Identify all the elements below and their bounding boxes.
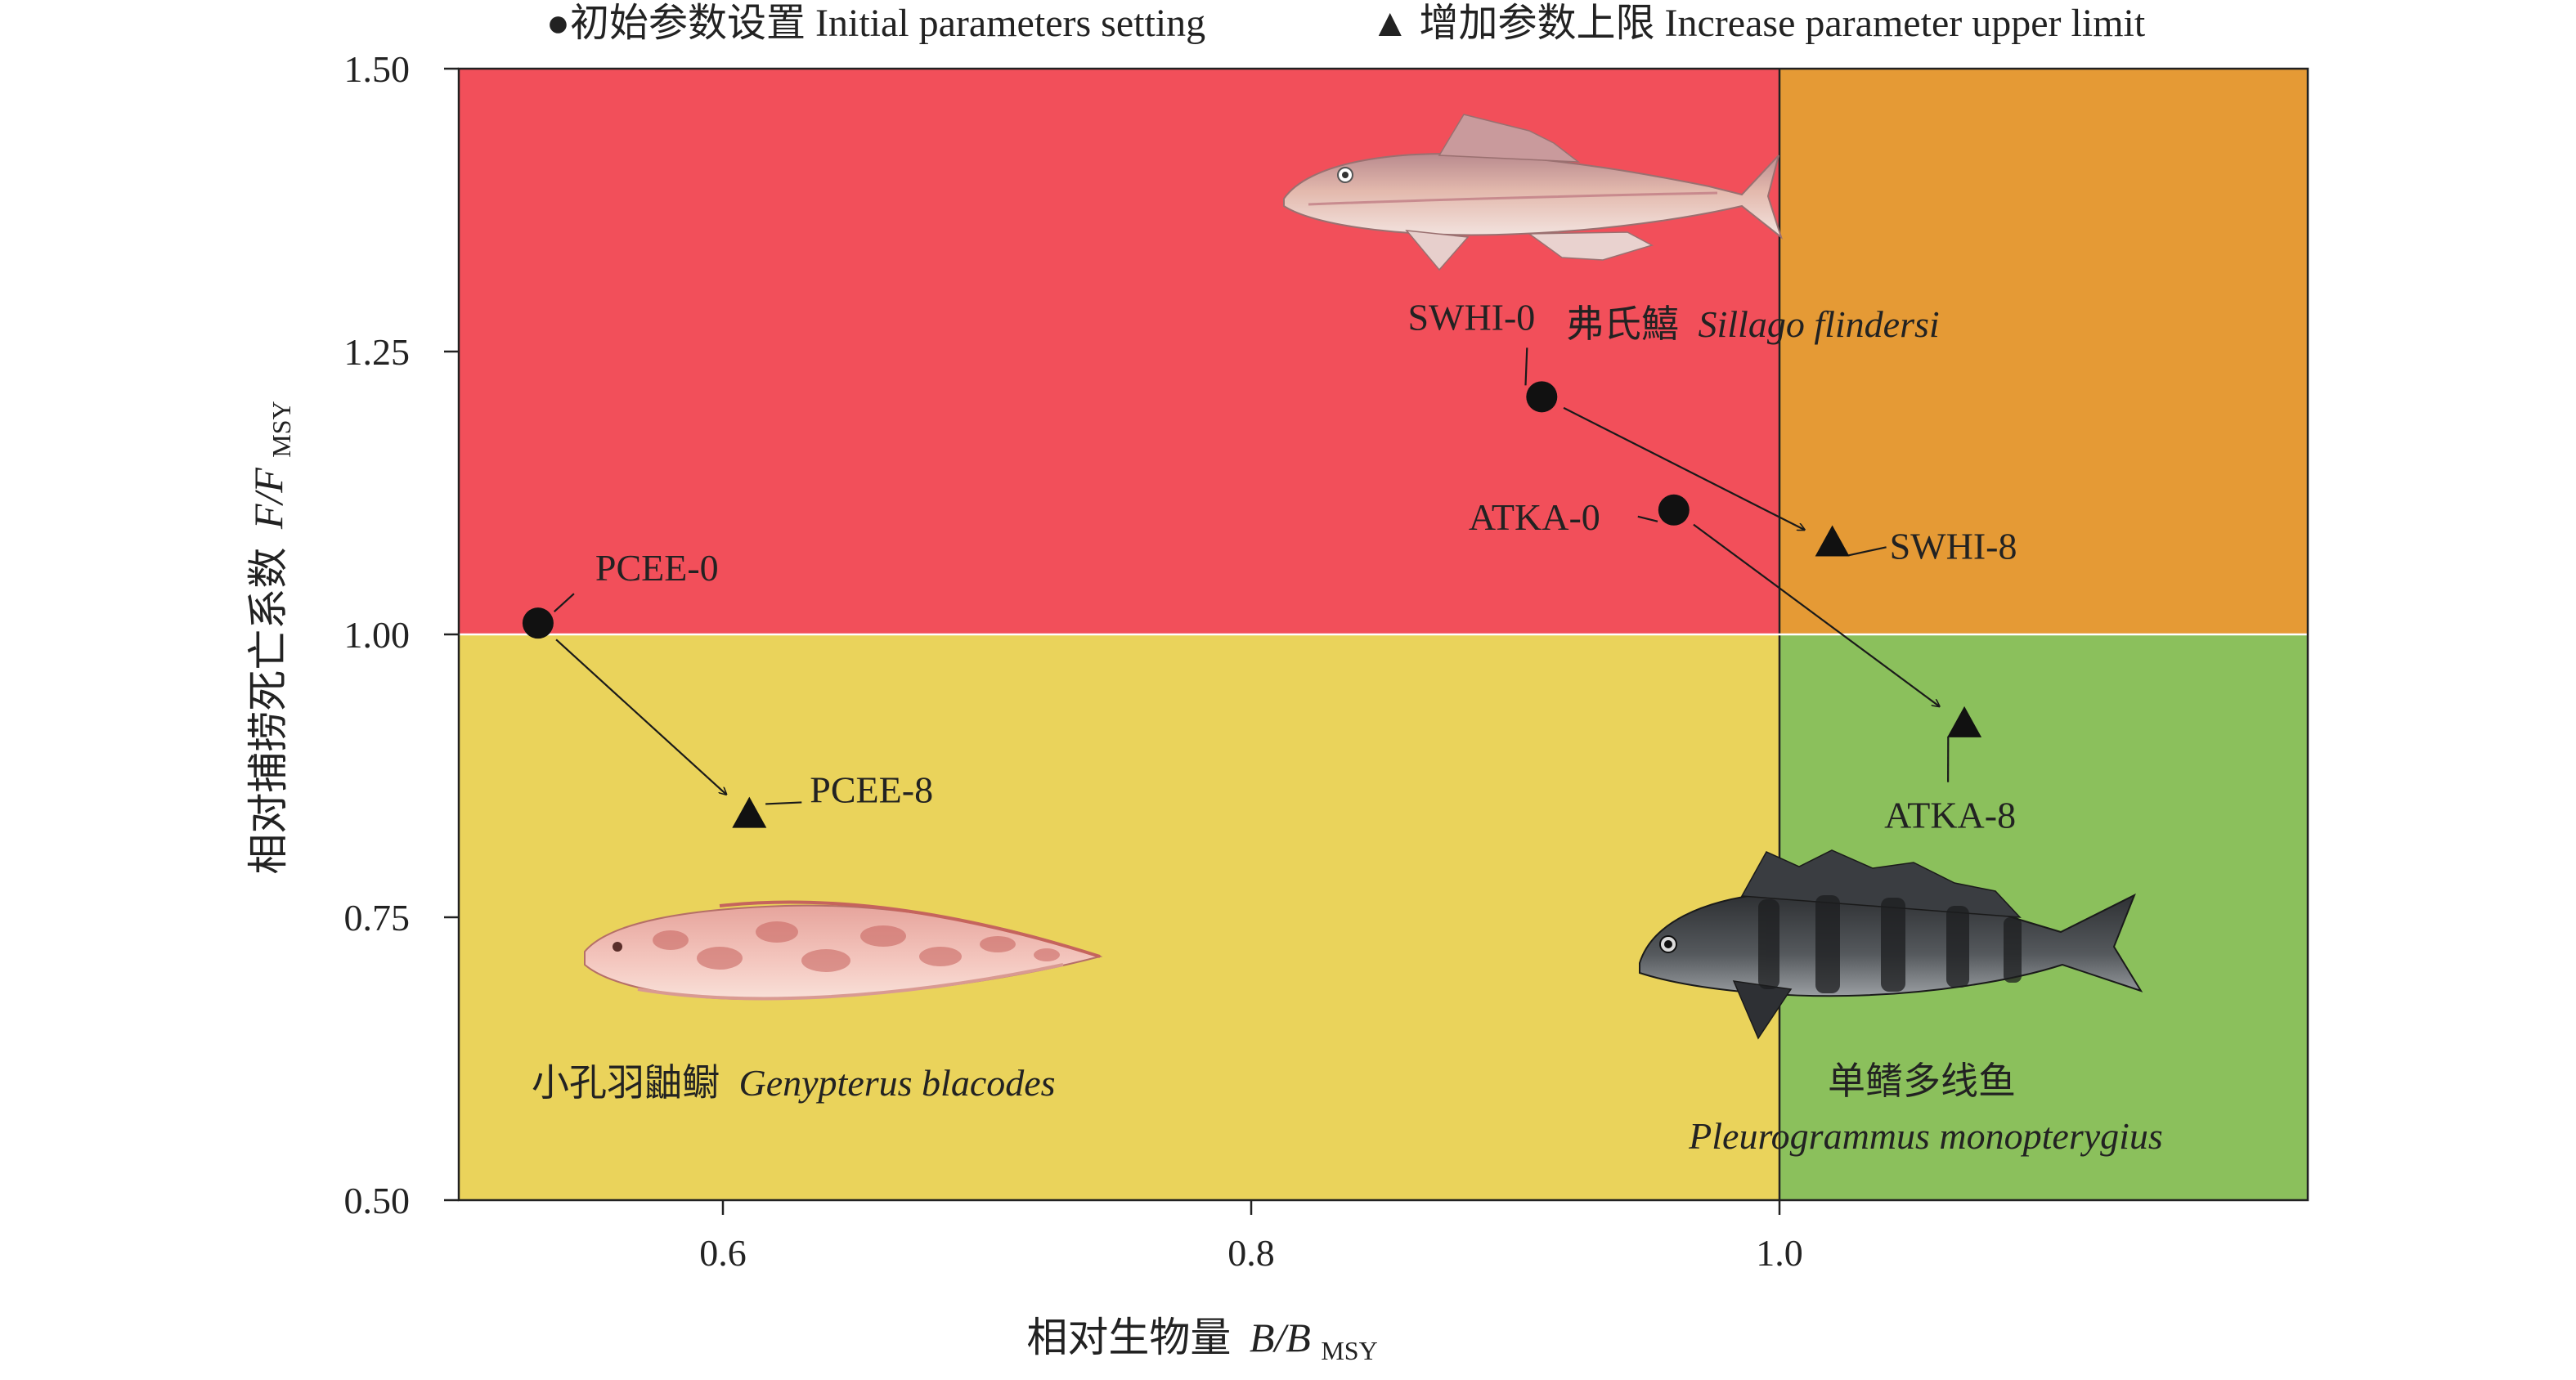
marker-circle-SWHI-0 xyxy=(1526,381,1558,413)
arrows xyxy=(555,406,1940,795)
axes: 0.50 0.75 1.00 1.25 1.50 0.6 0.8 1.0 xyxy=(344,48,2309,1274)
x-axis-title-symbol: B/B xyxy=(1250,1315,1311,1360)
species-cn-genypterus: 小孔羽鼬鳚 xyxy=(532,1062,720,1104)
label-leader-ATKA-0 xyxy=(1637,515,1658,522)
x-tick-label: 0.6 xyxy=(699,1232,747,1274)
pleurogrammus-monopterygius-illustration xyxy=(1639,849,2143,1040)
axis-titles: 相对生物量 B/B MSY 相对捕捞死亡系数 F/F MSY xyxy=(245,401,1378,1365)
y-axis-title-cn: 相对捕捞死亡系数 xyxy=(245,548,291,875)
sillago-flindersi-illustration xyxy=(1283,114,1783,271)
quadrant-backgrounds xyxy=(459,69,2308,1200)
legend: ●初始参数设置 Initial parameters setting ▲ 增加参… xyxy=(546,2,2146,45)
genypterus-blacodes-illustration xyxy=(584,900,1103,1001)
label-leader-PCEE-8 xyxy=(765,801,802,805)
label-leader-PCEE-0 xyxy=(553,593,575,612)
species-label-genypterus: 小孔羽鼬鳚 Genypterus blacodes xyxy=(532,1062,1056,1104)
y-tick-label: 0.75 xyxy=(344,897,411,939)
x-tick-label: 1.0 xyxy=(1756,1232,1803,1274)
marker-triangle-SWHI-8 xyxy=(1815,525,1850,557)
y-tick-label: 1.25 xyxy=(344,331,411,373)
trajectory-arrow xyxy=(1563,406,1805,530)
y-tick-label: 1.00 xyxy=(344,614,411,656)
species-label-sillago: 弗氏鱚 Sillago flindersi xyxy=(1566,303,1940,345)
species-latin-sillago: Sillago flindersi xyxy=(1699,303,1940,345)
species-latin-genypterus: Genypterus blacodes xyxy=(739,1062,1056,1104)
point-label-ATKA-8: ATKA-8 xyxy=(1884,795,2016,836)
species-cn-sillago: 弗氏鱚 xyxy=(1566,303,1679,345)
species-latin-pleurogrammus: Pleurogrammus monopterygius xyxy=(1688,1115,2163,1157)
x-tick-label: 0.8 xyxy=(1227,1232,1275,1274)
x-axis-title: 相对生物量 B/B MSY xyxy=(1026,1315,1377,1365)
point-label-PCEE-0: PCEE-0 xyxy=(595,547,719,589)
quadrant-overfishing-not-overfished xyxy=(1779,69,2308,634)
y-axis-title-subscript: MSY xyxy=(267,401,296,457)
legend-entry-increase: ▲ 增加参数上限 Increase parameter upper limit xyxy=(1371,2,2146,45)
y-tick-label: 0.50 xyxy=(344,1180,411,1221)
point-label-SWHI-0: SWHI-0 xyxy=(1407,296,1535,338)
quadrant-overfished-no-overfishing xyxy=(459,634,1779,1200)
point-label-ATKA-0: ATKA-0 xyxy=(1469,496,1600,538)
marker-circle-PCEE-0 xyxy=(522,607,554,639)
point-label-PCEE-8: PCEE-8 xyxy=(810,768,933,810)
species-cn-pleurogrammus: 单鳍多线鱼 xyxy=(1828,1060,2016,1102)
point-label-SWHI-8: SWHI-8 xyxy=(1890,525,2017,567)
x-axis-title-cn: 相对生物量 xyxy=(1026,1315,1231,1360)
label-leader-SWHI-0 xyxy=(1524,347,1528,386)
species-labels: 弗氏鱚 Sillago flindersi 小孔羽鼬鳚 Genypterus b… xyxy=(532,303,2163,1157)
trajectory-arrow xyxy=(555,638,726,794)
legend-entry-initial: ●初始参数设置 Initial parameters setting xyxy=(546,2,1205,45)
trajectory-arrow xyxy=(1693,523,1940,707)
y-tick-label: 1.50 xyxy=(344,48,411,90)
x-axis-title-subscript: MSY xyxy=(1321,1336,1377,1365)
label-leader-SWHI-8 xyxy=(1848,546,1887,557)
marker-circle-ATKA-0 xyxy=(1658,494,1690,526)
y-axis-title-symbol: F/F xyxy=(245,468,291,530)
y-axis-title: 相对捕捞死亡系数 F/F MSY xyxy=(245,401,296,874)
marker-triangle-ATKA-8 xyxy=(1947,706,1982,737)
marker-triangle-PCEE-8 xyxy=(732,796,767,828)
